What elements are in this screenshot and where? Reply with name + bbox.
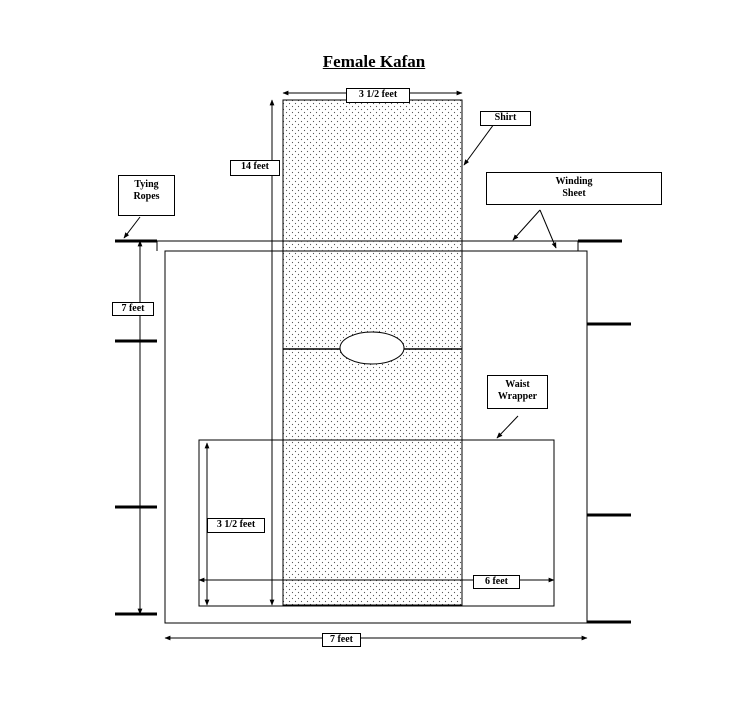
- sheet-width-label: 7 feet: [322, 633, 361, 647]
- shirt-label: Shirt: [480, 111, 531, 126]
- winding-sheet-pointer-2: [539, 209, 557, 249]
- winding-sheet-label-line1: Winding: [555, 176, 593, 187]
- waist-wrapper-pointer: [496, 415, 519, 439]
- tying-ropes-label-line1: Tying: [134, 179, 159, 190]
- winding-sheet-label: Winding Sheet: [486, 172, 662, 205]
- waist-width-label: 6 feet: [473, 575, 520, 589]
- tying-ropes-pointer: [123, 216, 141, 239]
- waist-wrapper-label-line2: Wrapper: [497, 391, 538, 402]
- tying-ropes-label-line2: Ropes: [133, 191, 160, 202]
- shirt-length-label: 14 feet: [230, 160, 280, 176]
- waist-height-label: 3 1/2 feet: [207, 518, 265, 533]
- winding-sheet-label-line2: Sheet: [562, 188, 586, 199]
- winding-sheet-pointer-1: [512, 209, 541, 241]
- sheet-height-label: 7 feet: [112, 302, 154, 316]
- shirt-width-label: 3 1/2 feet: [346, 88, 410, 103]
- diagram-title: Female Kafan: [322, 52, 426, 71]
- shirt-pointer: [463, 123, 495, 166]
- waist-wrapper-label: Waist Wrapper: [487, 375, 548, 409]
- waist-wrapper-label-line1: Waist: [505, 379, 530, 390]
- tying-ropes-label: Tying Ropes: [118, 175, 175, 216]
- neck-opening: [339, 331, 405, 365]
